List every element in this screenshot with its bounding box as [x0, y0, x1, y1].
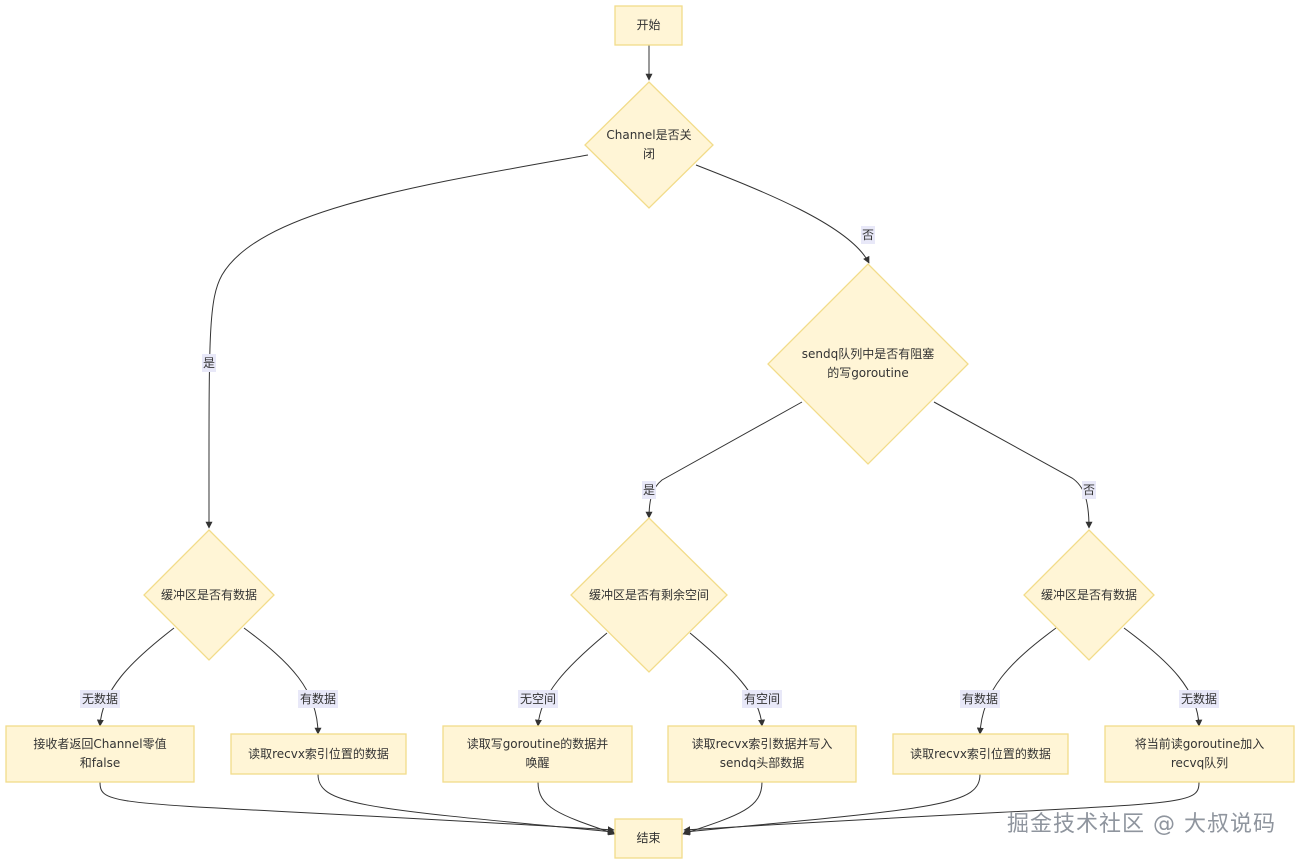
edge-label-right-hasdata: 有数据 [961, 692, 999, 706]
node-read-recvx-left: 读取recvx索引位置的数据 [231, 734, 406, 774]
node-start-shape [614, 5, 683, 46]
node-sendq-check-text: sendq队列中是否有阻塞的写goroutine [801, 347, 935, 380]
edge-space-to-read-write [689, 632, 766, 727]
edge-label-right-nodata: 无数据 [1180, 692, 1218, 706]
node-sendq-shape [767, 263, 969, 465]
edge-sendq-to-space [645, 401, 803, 519]
edge-label-space-yes: 有空间 [743, 692, 781, 706]
node-closed-shape [584, 81, 714, 209]
edge-left-buffer-to-read1 [243, 627, 322, 735]
label-bg-sendq-yes [642, 481, 656, 499]
label-bg-sendq-no [1082, 481, 1096, 499]
label-bg-closed-yes [202, 354, 216, 372]
node-end-shape [614, 818, 683, 859]
edge-label-sendq-no: 否 [1082, 483, 1096, 497]
node-left-buffer-shape [143, 529, 275, 661]
label-bg-closed-no [861, 226, 875, 244]
node-end-text: 结束 [636, 831, 661, 845]
edge-closed-to-sendq [695, 164, 870, 264]
node-start: 开始 [615, 6, 682, 45]
node-read2-shape [892, 733, 1069, 775]
node-right-buffer-shape [1023, 529, 1155, 661]
node-wake-shape [442, 725, 633, 783]
node-return-zero: 接收者返回Channel零值和false [6, 726, 194, 782]
edge-read-write-to-end [682, 781, 763, 836]
edge-right-buffer-to-read2 [976, 627, 1057, 735]
node-space-check: 缓冲区是否有剩余空间 [581, 580, 717, 610]
node-space-shape [570, 517, 728, 673]
node-read-write-shape [667, 725, 857, 783]
label-bg-space-no [518, 690, 558, 708]
edge-label-closed-no: 否 [861, 228, 875, 242]
node-start-text: 开始 [636, 18, 661, 32]
label-bg-left-nodata [80, 690, 120, 708]
node-read-recvx-left-text: 读取recvx索引位置的数据 [248, 746, 389, 761]
node-read-and-wake-text: 读取写goroutine的数据并唤醒 [466, 737, 609, 770]
edge-read2-to-end [683, 773, 981, 835]
node-space-check-text: 缓冲区是否有剩余空间 [588, 587, 709, 602]
node-read-and-write-text: 读取recvx索引数据并写入sendq头部数据 [691, 737, 833, 770]
edge-right-buffer-to-enqueue [1123, 627, 1203, 727]
node-read-and-wake: 读取写goroutine的数据并唤醒 [443, 726, 632, 782]
edge-left-buffer-to-zero [96, 627, 175, 727]
node-enqueue-shape [1104, 725, 1295, 783]
node-channel-closed-text: Channel是否关闭 [606, 128, 692, 161]
edge-closed-to-left-buffer [205, 154, 589, 529]
node-end: 结束 [615, 819, 682, 858]
node-read-recvx-right: 读取recvx索引位置的数据 [893, 734, 1068, 774]
node-return-zero-text: 接收者返回Channel零值和false [33, 737, 167, 770]
node-enqueue-recvq: 将当前读goroutine加入recvq队列 [1105, 726, 1294, 782]
watermark: 掘金技术社区 @ 大叔说码 [1007, 812, 1276, 837]
node-right-buffer-check: 缓冲区是否有数据 [1034, 580, 1144, 610]
node-sendq-check: sendq队列中是否有阻塞的写goroutine [794, 344, 942, 384]
node-enqueue-recvq-text: 将当前读goroutine加入recvq队列 [1134, 737, 1265, 770]
node-right-buffer-check-text: 缓冲区是否有数据 [1040, 587, 1137, 602]
label-bg-right-hasdata [960, 690, 1000, 708]
edge-enqueue-to-end [683, 781, 1200, 834]
node-channel-closed: Channel是否关闭 [595, 128, 703, 161]
edge-wake-to-end [537, 781, 616, 836]
edge-label-left-hasdata: 有数据 [299, 692, 337, 706]
node-read1-shape [230, 733, 407, 775]
label-bg-right-nodata [1179, 690, 1219, 708]
node-zero-shape [5, 725, 195, 783]
label-bg-space-yes [742, 690, 782, 708]
edge-read1-to-end [317, 773, 615, 835]
node-left-buffer-check: 缓冲区是否有数据 [154, 580, 264, 610]
label-bg-left-hasdata [298, 690, 338, 708]
edge-sendq-to-right-buffer [933, 401, 1093, 529]
edge-space-to-wake [534, 632, 608, 727]
edge-label-space-no: 无空间 [519, 692, 557, 706]
node-read-and-write: 读取recvx索引数据并写入sendq头部数据 [668, 726, 856, 782]
edge-label-closed-yes: 是 [202, 356, 216, 370]
node-left-buffer-check-text: 缓冲区是否有数据 [160, 587, 257, 602]
node-read-recvx-right-text: 读取recvx索引位置的数据 [910, 746, 1051, 761]
edge-label-sendq-yes: 是 [642, 483, 656, 497]
edge-zero-to-end [99, 781, 615, 834]
edge-label-left-nodata: 无数据 [81, 692, 119, 706]
